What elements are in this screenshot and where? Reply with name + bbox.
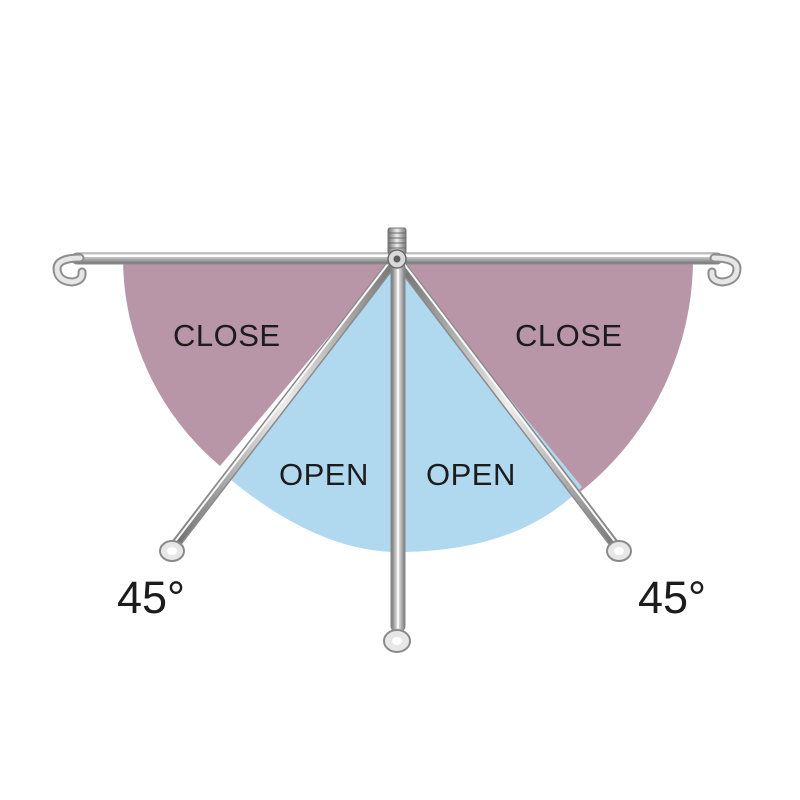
- leg-left: [170, 257, 398, 550]
- close-label-left: CLOSE: [173, 318, 281, 353]
- open-label-right: OPEN: [426, 457, 516, 492]
- foot-right: [606, 540, 632, 562]
- screw-hub: [387, 227, 407, 269]
- angle-label-left: 45°: [117, 572, 186, 623]
- hook-left: [52, 253, 87, 287]
- foot-center: [383, 629, 411, 653]
- open-label-left: OPEN: [279, 457, 369, 492]
- angle-label-right: 45°: [638, 572, 707, 623]
- foot-left: [159, 540, 185, 562]
- close-zone-left: [123, 258, 395, 466]
- close-label-right: CLOSE: [515, 318, 623, 353]
- leg-right: [394, 257, 620, 550]
- leg-center: [390, 261, 406, 633]
- hook-right: [707, 253, 742, 287]
- close-zone-right: [395, 258, 694, 492]
